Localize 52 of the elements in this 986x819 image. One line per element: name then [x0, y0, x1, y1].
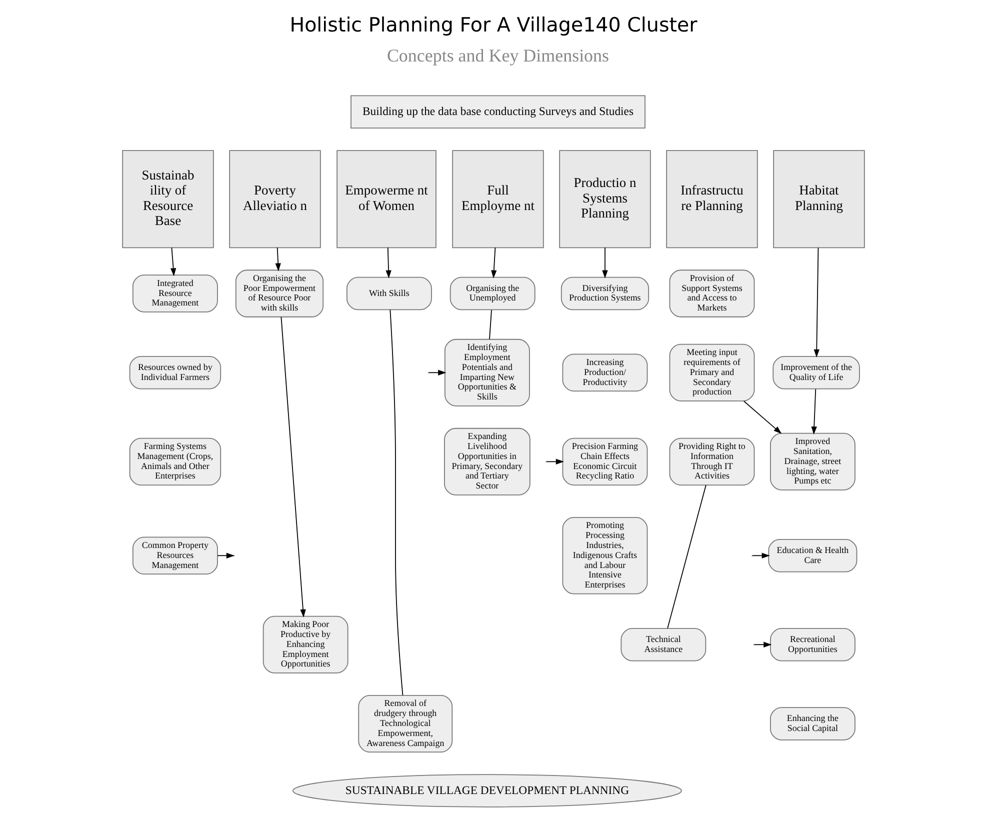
arrow — [602, 247, 608, 278]
node-box: Infrastructu re Planning — [666, 150, 758, 248]
connector — [666, 484, 706, 629]
node-ellipse: SUSTAINABLE VILLAGE DEVELOPMENT PLANNING — [292, 774, 682, 808]
node-box: Improved Sanitation, Drainage, street lighting, water Pumps etc — [770, 432, 855, 490]
arrow — [813, 247, 819, 358]
node-box: Recreational Opportunities — [770, 628, 855, 662]
arrow — [280, 316, 306, 618]
node-box: Meeting input requirements of Primary and Secondary production — [668, 344, 754, 402]
node-box: Organising the Unemployed — [449, 276, 535, 310]
node-box: Expanding Livelihood Opportunities in Primary, Secondary and Tertiary Sector — [444, 428, 530, 496]
arrow — [546, 458, 564, 464]
node-box: Empowerme nt of Women — [336, 150, 436, 248]
arrow — [216, 552, 234, 558]
node-box: Identifying Employment Potentials and Imparting New Opportunities & Skills — [444, 338, 530, 406]
node-box: Full Employme nt — [452, 150, 544, 248]
node-box: Building up the data base conducting Surveys and Studies — [350, 95, 645, 129]
node-box: Productio n Systems Planning — [558, 150, 650, 248]
node-box: Increasing Production/ Productivity — [562, 354, 648, 392]
arrow — [752, 552, 770, 558]
node-box: Organising the Poor Empowerment of Resource Poor with skills — [234, 270, 324, 318]
arrow — [810, 388, 816, 435]
node-box: Removal of drudgery through Technological Empowerment, Awareness Campaign — [358, 694, 452, 753]
diagram-title: Holistic Planning For A Village140 Cluster — [289, 13, 697, 36]
node-box: Making Poor Productive by Enhancing Employment Opportunities — [262, 616, 348, 674]
node-box: With Skills — [346, 276, 432, 310]
arrow — [754, 642, 772, 648]
node-box: Sustainab ility of Resource Base — [122, 150, 214, 248]
node-box: Common Property Resources Management — [132, 536, 218, 574]
node-box: Providing Right to Information Through IT Activities — [668, 438, 754, 486]
label: Concepts and Key Dimensions — [386, 46, 609, 66]
node-box: Diversifying Production Systems — [560, 276, 649, 310]
node-box: Poverty Alleviatio n — [228, 150, 320, 248]
arrow — [490, 247, 496, 278]
arrow — [274, 247, 280, 272]
node-box: Education & Health Care — [768, 538, 857, 572]
arrow — [385, 247, 391, 278]
node-box: Habitat Planning — [772, 150, 864, 248]
node-box: Enhancing the Social Capital — [770, 707, 855, 740]
node-box: Farming Systems Management (Crops, Animals and Other Enterprises — [128, 438, 221, 486]
node-box: Provision of Support Systems and Access to Markets — [668, 270, 754, 318]
node-box: Precision Farming Chain Effects Economic Circuit Recycling Ratio — [562, 438, 648, 486]
node-box: Technical Assistance — [620, 628, 706, 662]
node-box: Integrated Resource Management — [132, 274, 218, 312]
node-box: Resources owned by Individual Farmers — [128, 356, 221, 390]
arrow — [742, 400, 782, 434]
arrow — [170, 247, 176, 276]
node-box: Promoting Processing Industries, Indigenous Crafts and Labour Intensive Enterprises — [562, 516, 648, 594]
connector — [389, 309, 403, 696]
arrow — [428, 370, 446, 376]
node-box: Improvement of the Quality of Life — [772, 356, 860, 390]
connector — [488, 310, 492, 340]
